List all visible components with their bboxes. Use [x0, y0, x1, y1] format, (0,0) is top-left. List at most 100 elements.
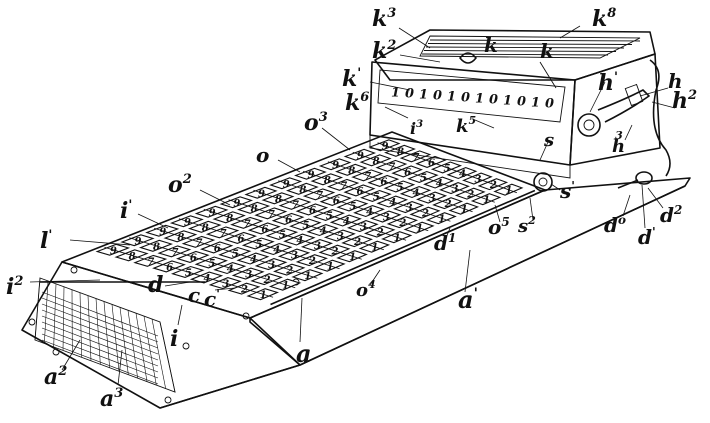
label-k5: k5 [456, 114, 476, 137]
key-digit: 4 [389, 198, 396, 209]
key-digit: 5 [420, 173, 427, 184]
hatch-line [41, 291, 159, 337]
label-k8: k8 [592, 6, 616, 32]
hatch-line [159, 321, 176, 393]
key-digit: 4 [366, 207, 373, 218]
key-digit: 4 [343, 217, 350, 228]
key-digit: 4 [296, 236, 303, 247]
label-k2: k2 [372, 38, 396, 64]
counter-digit: 1 [391, 86, 400, 101]
key-digit: 6 [357, 186, 364, 197]
label-a-prime: a' [458, 285, 478, 314]
key-digit: 3 [474, 175, 481, 186]
hatch-line [41, 303, 159, 349]
hatch-line [135, 313, 148, 382]
hatch-line [41, 297, 159, 343]
housing-rail [427, 43, 633, 45]
key-digit: 2 [285, 266, 293, 277]
column-rail [253, 189, 407, 241]
key-digit: 7 [388, 162, 395, 173]
key-digit: 1 [461, 205, 468, 216]
key-digit: 2 [466, 190, 474, 201]
column-rail [153, 227, 318, 279]
housing-rail [429, 39, 641, 42]
label-k6: k6 [345, 90, 369, 116]
key-digit: 7 [340, 181, 347, 192]
label-i-front: i [170, 326, 178, 352]
key-digit: 2 [489, 180, 497, 191]
label-c-prime: c' [204, 287, 220, 311]
label-i3: i3 [410, 119, 423, 138]
key-digit: 8 [226, 213, 233, 224]
key-digit: 2 [263, 275, 271, 286]
label-h-prime: h' [598, 70, 618, 96]
key-digit: 4 [459, 169, 466, 180]
key-digit: 1 [416, 224, 423, 235]
key-digit: 5 [185, 268, 192, 279]
column-rail [178, 218, 340, 270]
key-digit: 8 [129, 251, 136, 262]
key-digit: 3 [291, 251, 298, 262]
key-digit: 3 [222, 279, 229, 290]
housing-rail [423, 50, 617, 52]
key-digit: 8 [177, 232, 184, 243]
label-i2: i2 [6, 274, 23, 300]
label-k-left: k [484, 33, 498, 57]
key-digit: 2 [353, 237, 361, 248]
counter-digit: 1 [475, 92, 484, 107]
key-digit: 1 [304, 271, 311, 282]
counter-digit: 0 [545, 97, 554, 112]
label-s: s [543, 130, 554, 151]
key-digit: 5 [443, 163, 450, 174]
label-o: o [256, 143, 269, 167]
column-rail [278, 180, 429, 232]
column-rail [352, 151, 495, 203]
label-a: a [296, 339, 312, 368]
label-d: d [148, 272, 163, 298]
key-digit: 4 [204, 274, 211, 285]
key-digit: 6 [214, 243, 221, 254]
key-digit: 6 [166, 262, 173, 273]
key-digit: 1 [282, 281, 289, 292]
label-l-prime: l' [40, 228, 52, 254]
key-digit: 3 [245, 270, 252, 281]
column-rail [302, 170, 451, 222]
key-digit: 8 [202, 223, 209, 234]
housing-rail [425, 46, 625, 49]
counter-digit: 0 [433, 89, 442, 104]
counter-digit: 1 [419, 88, 428, 103]
keyboard: 9876543219876543219876543219876543219876… [40, 139, 536, 306]
key-digit: 2 [376, 228, 384, 239]
key-digit: 9 [110, 246, 117, 257]
label-o4: o4 [356, 278, 376, 301]
key-digit: 4 [273, 245, 280, 256]
key-digit: 3 [383, 213, 390, 224]
key-digit: 6 [285, 215, 292, 226]
key-digit: 6 [190, 253, 197, 264]
key-digit: 9 [283, 179, 290, 190]
label-a2: a2 [44, 364, 67, 390]
label-h3: h3 [612, 129, 625, 157]
label-c: c [188, 283, 200, 307]
key-digit: 3 [360, 222, 367, 233]
hatch-line [41, 315, 159, 361]
key-digit: 2 [444, 199, 452, 210]
label-s2: s2 [517, 214, 536, 237]
hatch-line [53, 283, 57, 347]
column-rail [104, 246, 274, 298]
counter-digit: 1 [503, 94, 512, 109]
key-digit: 8 [275, 194, 282, 205]
hatch-line [44, 280, 49, 344]
key-digit: 6 [309, 205, 316, 216]
column-rail [327, 161, 473, 213]
key-digit: 7 [171, 247, 178, 258]
label-d1: d1 [434, 231, 456, 255]
key-digit: 6 [428, 158, 435, 169]
key-digit: 8 [348, 166, 355, 177]
key-digit: 1 [349, 252, 356, 263]
key-digit: 9 [209, 208, 216, 219]
label-k-right: k [540, 39, 554, 63]
column-rail [377, 142, 518, 194]
key-digit: 7 [147, 257, 154, 268]
